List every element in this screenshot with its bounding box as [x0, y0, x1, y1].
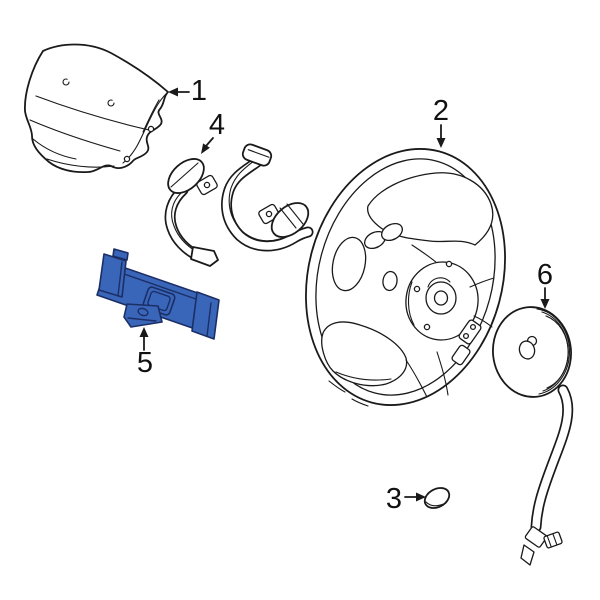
bottom-spoke — [405, 351, 449, 398]
bracket-hole — [137, 307, 149, 317]
hub-hole — [423, 323, 431, 331]
pod-band-line — [279, 207, 297, 229]
harness-top-connector — [241, 143, 273, 167]
connector-stripe — [552, 533, 558, 546]
callout-6-label: 6 — [537, 259, 553, 291]
spoke-line — [405, 359, 428, 398]
harness-tube-fill — [166, 186, 202, 260]
rim-tick — [328, 380, 346, 393]
spoke-pad — [451, 344, 471, 366]
crease-line — [32, 138, 77, 160]
switch-cap-seam — [117, 261, 123, 297]
rim-tick — [351, 398, 369, 407]
callout-3-label: 3 — [386, 483, 402, 515]
callout-4-arrowhead — [201, 143, 210, 154]
hub-keyhole — [518, 340, 536, 360]
disc-rib — [536, 308, 570, 395]
hub-boss-center — [433, 290, 449, 306]
part-clockspring[interactable] — [489, 303, 576, 566]
switch-cap-seam — [206, 302, 212, 337]
emblem-hole — [107, 99, 115, 107]
small-oval-hole — [382, 270, 398, 292]
pod-band-line — [286, 203, 304, 225]
part-steering-wheel[interactable] — [278, 126, 533, 427]
connector — [524, 526, 548, 548]
bracket-fold-line — [127, 317, 157, 322]
clockspring-wire-fill — [532, 386, 572, 531]
part-switch-highlighted[interactable] — [96, 248, 220, 340]
callout-3[interactable]: 3 — [386, 483, 426, 515]
clip-body — [423, 487, 451, 509]
part-airbag-module[interactable] — [24, 43, 169, 174]
callout-2[interactable]: 2 — [433, 95, 449, 148]
spoke-line — [473, 315, 493, 328]
emblem-hole — [62, 78, 70, 86]
clip-rim-line — [425, 501, 447, 507]
switch-left-step — [112, 248, 129, 261]
harness-ribbon-line — [171, 192, 198, 253]
connector-seam — [247, 149, 270, 158]
pad-hole — [462, 332, 470, 340]
callout-1-label: 1 — [191, 75, 207, 107]
part-wiring-harness[interactable] — [162, 143, 315, 267]
pod-seam — [170, 162, 199, 188]
airbag-outline — [24, 43, 169, 174]
tab-hole — [265, 210, 273, 218]
callout-4-leader — [205, 137, 214, 147]
callout-1[interactable]: 1 — [168, 75, 207, 107]
connector-flap — [520, 544, 535, 566]
thumb-notch — [381, 222, 403, 242]
wheel-left-cutout — [331, 236, 367, 292]
harness-end-cap — [190, 246, 219, 267]
pad-hole — [469, 323, 477, 331]
callout-6[interactable]: 6 — [537, 259, 553, 309]
hub-plate-inner-line — [407, 281, 415, 326]
callout-4[interactable]: 4 — [201, 109, 225, 154]
harness-ribbon-line — [228, 159, 292, 242]
callout-2-label: 2 — [433, 95, 449, 127]
switch-right-cap — [191, 291, 220, 340]
hub-hole — [445, 260, 453, 268]
disc-rib — [545, 315, 569, 389]
flange-screw-hole — [123, 155, 131, 163]
callout-6-arrowhead — [540, 299, 550, 309]
tab-hole — [203, 181, 211, 189]
callout-4-label: 4 — [209, 109, 225, 141]
part-retainer-clip[interactable] — [421, 484, 452, 512]
crease-line — [46, 158, 115, 168]
wheel-hub — [405, 260, 479, 341]
hub-hole — [413, 285, 421, 293]
switch-left-cap — [98, 253, 127, 298]
hub-boss-arc — [427, 277, 451, 288]
cutout-inner-line — [335, 371, 392, 381]
callout-2-arrowhead — [436, 138, 446, 148]
callout-1-arrowhead — [168, 87, 178, 97]
connector-body — [241, 143, 273, 167]
harness-left-pod — [167, 158, 205, 194]
airbag-flange-inner-line — [122, 93, 167, 164]
flange-screw-hole — [147, 125, 155, 133]
connector — [543, 531, 563, 549]
callout-5-arrowhead — [139, 327, 149, 337]
crease-line — [29, 119, 121, 152]
right-spoke — [451, 277, 495, 366]
callout-5-label: 5 — [137, 347, 153, 379]
connector-stripe — [546, 535, 552, 548]
spoke-line — [436, 351, 449, 396]
spoke-top-line — [411, 244, 438, 264]
airbag-crease-lines — [29, 95, 150, 168]
wire-connector-cluster — [520, 526, 563, 566]
spoke-line — [469, 277, 495, 288]
callout-3-arrowhead — [416, 492, 426, 502]
callout-5[interactable]: 5 — [137, 327, 153, 379]
crease-line — [35, 95, 150, 131]
rim-tick-marks — [328, 380, 369, 407]
wheel-bottom-cutout — [321, 321, 408, 387]
